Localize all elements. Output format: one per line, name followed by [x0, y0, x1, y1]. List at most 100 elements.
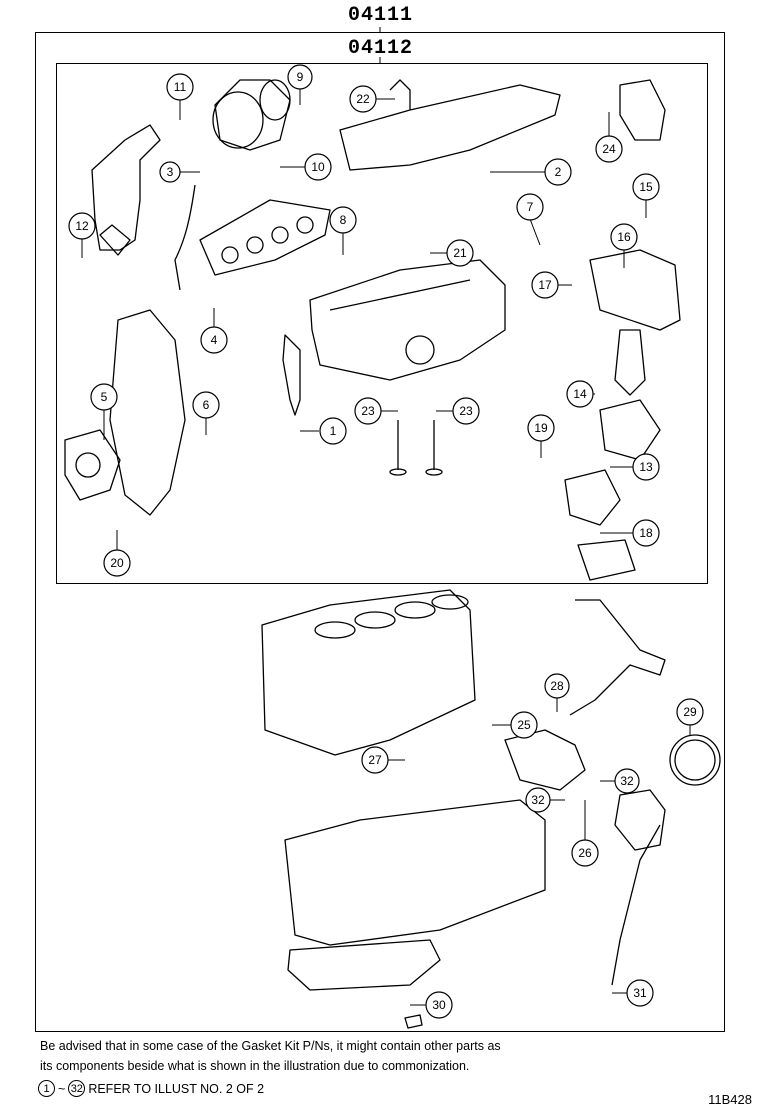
svg-text:24: 24 — [602, 142, 616, 156]
svg-text:23: 23 — [361, 404, 375, 418]
inner-kit-frame — [56, 63, 708, 584]
callout-16: 16 — [610, 223, 638, 251]
svg-text:10: 10 — [311, 160, 325, 174]
exhaust-manifold — [199, 199, 331, 276]
callout-32-right: 32 — [614, 768, 640, 794]
outer-kit-frame — [35, 32, 725, 1032]
reference-line: 1 ~ 32 REFER TO ILLUST NO. 2 OF 2 — [38, 1080, 264, 1097]
callout-6: 6 — [192, 391, 220, 419]
ref-end-callout: 32 — [68, 1080, 86, 1097]
leader-lines — [81, 89, 691, 1006]
inner-kit-code: 04112 — [348, 37, 414, 60]
svg-text:12: 12 — [75, 219, 89, 233]
oil-dipstick — [611, 824, 661, 986]
water-inlet-pipe — [569, 599, 666, 716]
callout-9: 9 — [287, 64, 313, 90]
water-pump — [64, 429, 121, 501]
callout-10: 10 — [304, 153, 332, 181]
svg-text:26: 26 — [578, 846, 592, 860]
svg-text:3: 3 — [167, 165, 174, 179]
svg-text:2: 2 — [555, 165, 562, 179]
callout-19: 19 — [527, 414, 555, 442]
callout-27: 27 — [361, 746, 389, 774]
svg-text:20: 20 — [110, 556, 124, 570]
svg-text:25: 25 — [517, 718, 531, 732]
svg-text:5: 5 — [101, 390, 108, 404]
callout-12: 12 — [68, 212, 96, 240]
cylinder-head — [309, 259, 506, 381]
svg-text:14: 14 — [573, 387, 587, 401]
svg-text:17: 17 — [538, 278, 552, 292]
svg-text:30: 30 — [432, 998, 446, 1012]
callout-17: 17 — [531, 271, 559, 299]
callout-13: 13 — [632, 453, 660, 481]
egr-components — [564, 249, 681, 581]
callout-23-left: 23 — [354, 397, 382, 425]
svg-text:18: 18 — [639, 526, 653, 540]
svg-text:1: 1 — [330, 424, 337, 438]
svg-text:28: 28 — [550, 679, 564, 693]
ref-text: REFER TO ILLUST NO. 2 OF 2 — [88, 1081, 265, 1096]
svg-text:32: 32 — [620, 774, 634, 788]
svg-text:11: 11 — [174, 80, 187, 94]
valves — [389, 420, 443, 476]
callout-20: 20 — [103, 549, 131, 577]
callout-11: 11 — [166, 73, 194, 101]
thermostat-housing — [504, 729, 586, 791]
callout-30: 30 — [425, 991, 453, 1019]
fuel-injector — [282, 334, 301, 416]
ref-start-callout: 1 — [38, 1080, 55, 1097]
callout-1: 1 — [319, 417, 347, 445]
callout-21: 21 — [446, 239, 474, 267]
svg-text:27: 27 — [368, 753, 382, 767]
callout-29: 29 — [676, 698, 704, 726]
svg-text:15: 15 — [639, 180, 653, 194]
outer-kit-code: 04111 — [348, 4, 414, 27]
callout-26: 26 — [571, 839, 599, 867]
timing-cover — [109, 309, 186, 516]
turbocharger — [212, 79, 291, 151]
oil-pipe — [174, 184, 196, 291]
cylinder-head-cover — [339, 79, 561, 171]
callout-14: 14 — [566, 380, 594, 408]
svg-text:13: 13 — [639, 460, 653, 474]
callout-5: 5 — [90, 383, 118, 411]
svg-text:7: 7 — [527, 200, 534, 214]
svg-text:4: 4 — [211, 333, 218, 347]
svg-text:23: 23 — [459, 404, 473, 418]
oil-pan — [284, 799, 546, 991]
callout-3: 3 — [159, 161, 181, 183]
svg-text:31: 31 — [633, 986, 647, 1000]
advisory-note-line2: its components beside what is shown in t… — [40, 1059, 470, 1073]
svg-text:19: 19 — [534, 421, 548, 435]
callout-32-left: 32 — [525, 787, 551, 813]
callout-2: 2 — [544, 158, 572, 186]
drawing-id: 11B428 — [708, 1092, 752, 1107]
callout-4: 4 — [200, 326, 228, 354]
oil-pump — [614, 789, 666, 851]
callout-25: 25 — [510, 711, 538, 739]
crankshaft-seal — [669, 734, 721, 786]
cylinder-block — [261, 589, 476, 756]
svg-text:16: 16 — [617, 230, 631, 244]
callout-31: 31 — [626, 979, 654, 1007]
svg-text:21: 21 — [453, 246, 467, 260]
drain-plug — [404, 1014, 423, 1029]
svg-text:32: 32 — [531, 793, 545, 807]
callout-24: 24 — [595, 135, 623, 163]
ref-separator: ~ — [58, 1081, 66, 1096]
svg-text:9: 9 — [297, 70, 304, 84]
callout-7: 7 — [516, 193, 544, 221]
callout-28: 28 — [544, 673, 570, 699]
svg-text:8: 8 — [340, 213, 347, 227]
svg-text:29: 29 — [683, 705, 697, 719]
callout-8: 8 — [329, 206, 357, 234]
callout-15: 15 — [632, 173, 660, 201]
callout-23-right: 23 — [452, 397, 480, 425]
callout-22: 22 — [349, 85, 377, 113]
callout-18: 18 — [632, 519, 660, 547]
svg-text:6: 6 — [203, 398, 210, 412]
svg-text:22: 22 — [356, 92, 370, 106]
advisory-note-line1: Be advised that in some case of the Gask… — [40, 1039, 501, 1053]
